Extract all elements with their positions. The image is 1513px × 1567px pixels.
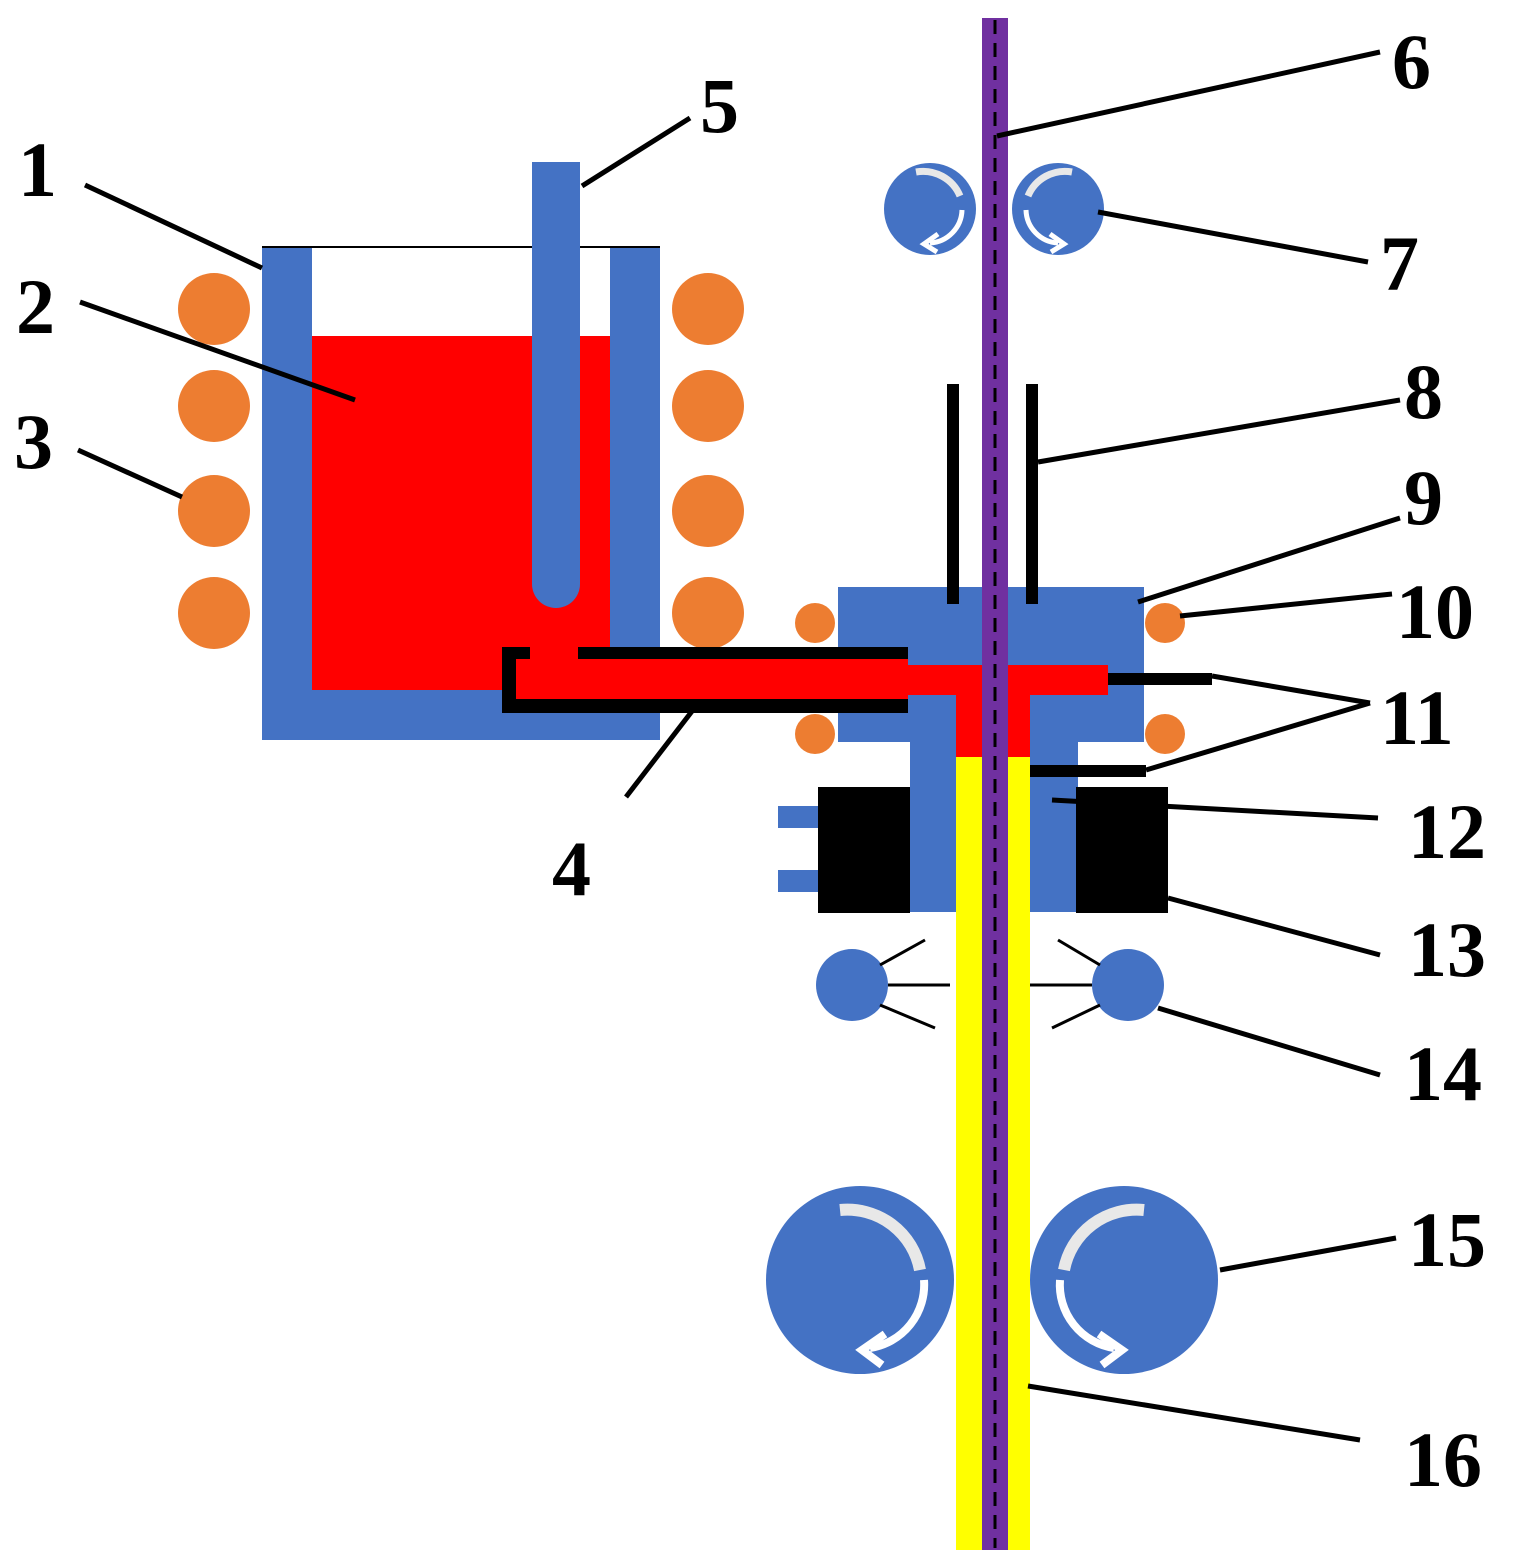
rotation-arrow-head-icon <box>855 1330 888 1369</box>
withdrawal-rolls <box>766 1186 1218 1374</box>
rotation-arrow-icon <box>1023 209 1059 246</box>
label-3: 3 <box>14 398 53 485</box>
rotation-arrow-head-icon <box>919 231 940 255</box>
label-8: 8 <box>1404 348 1443 435</box>
induction-coil-right <box>672 273 744 649</box>
label-6: 6 <box>1392 18 1431 105</box>
leader-line-12 <box>1051 797 1379 821</box>
thermocouple-upper <box>1108 673 1212 685</box>
label-13: 13 <box>1408 906 1486 993</box>
leader-line-6 <box>996 49 1381 139</box>
coil-turn <box>178 577 250 649</box>
thermocouples <box>1030 673 1212 777</box>
coil-turn <box>178 475 250 547</box>
leader-line-4 <box>624 704 698 799</box>
transfer-pipe <box>502 647 1108 757</box>
leader-line-15 <box>1219 1235 1397 1273</box>
label-2: 2 <box>16 263 55 350</box>
label-15: 15 <box>1408 1196 1486 1283</box>
cooling-jacket-left <box>818 787 910 913</box>
spray-nozzle-right <box>1092 949 1164 1021</box>
transfer-pipe-top-wall <box>578 647 908 659</box>
leader-line-8 <box>1037 397 1401 465</box>
rotation-arrow-icon <box>929 209 965 246</box>
label-4: 4 <box>552 825 591 912</box>
spray-nozzle-left <box>816 949 888 1021</box>
rotation-arrow-icon <box>1058 1203 1145 1272</box>
crucible-left-wall <box>262 246 312 740</box>
label-11: 11 <box>1380 674 1454 761</box>
spray-jet <box>1057 938 1101 967</box>
guide-tube <box>947 384 1038 604</box>
heater-turn <box>795 714 835 754</box>
transfer-pipe-melt <box>516 659 908 699</box>
feed-rolls <box>884 163 1104 255</box>
callout-labels: 1 2 3 4 5 6 7 8 9 10 11 12 13 14 15 16 <box>14 18 1486 1503</box>
label-10: 10 <box>1396 568 1474 655</box>
label-5: 5 <box>700 62 739 149</box>
coil-turn <box>178 273 250 345</box>
coolant-port-lower <box>778 870 818 892</box>
leader-line-11b <box>1145 700 1371 773</box>
guide-tube-left-wall <box>947 384 959 604</box>
coil-turn <box>672 577 744 649</box>
label-1: 1 <box>18 126 57 213</box>
distributor-heater <box>795 603 1185 754</box>
leader-line-16 <box>1027 1383 1361 1443</box>
core-wire <box>982 18 1008 1550</box>
label-16: 16 <box>1404 1416 1482 1503</box>
induction-coil-left <box>178 273 250 649</box>
spray-jet <box>879 938 926 967</box>
leader-line-10 <box>1179 591 1393 619</box>
rotation-arrow-icon <box>1055 1279 1115 1352</box>
rotation-arrow-head-icon <box>1096 1330 1129 1369</box>
leader-line-7 <box>1097 209 1369 265</box>
spray-jet <box>1051 1003 1101 1030</box>
guide-tube-right-wall <box>1026 384 1038 604</box>
transfer-pipe-inlet-lip <box>502 647 530 659</box>
rotation-arrow-head-icon <box>1048 231 1069 255</box>
rotation-arrow-icon <box>1024 167 1073 198</box>
leader-line-3 <box>76 447 184 500</box>
leader-line-1 <box>83 182 264 271</box>
leader-line-11a <box>1211 673 1371 706</box>
coil-turn <box>178 370 250 442</box>
spray-jet <box>879 1003 936 1030</box>
coolant-port-upper <box>778 806 818 828</box>
label-9: 9 <box>1404 454 1443 541</box>
rotation-arrow-icon <box>869 1279 929 1352</box>
label-12: 12 <box>1408 788 1486 875</box>
rotation-arrow-icon <box>839 1203 926 1272</box>
crucible <box>262 246 660 740</box>
transfer-pipe-inlet-wall <box>502 647 516 713</box>
thermocouple-lower <box>1030 765 1146 777</box>
heater-turn <box>795 603 835 643</box>
stopper-rod-body <box>532 162 580 608</box>
label-7: 7 <box>1380 220 1419 307</box>
heater-turn <box>1145 714 1185 754</box>
spray-nozzles <box>816 938 1164 1030</box>
coil-turn <box>672 370 744 442</box>
label-14: 14 <box>1404 1030 1482 1117</box>
transfer-pipe-bottom-wall <box>502 699 908 713</box>
leader-line-5 <box>580 115 692 189</box>
leader-line-14 <box>1157 1005 1381 1078</box>
leader-line-2 <box>79 299 356 403</box>
coil-turn <box>672 475 744 547</box>
melt-connector <box>530 659 578 674</box>
stopper-rod <box>532 162 580 608</box>
rotation-arrow-icon <box>915 167 964 198</box>
leader-lines <box>76 49 1401 1443</box>
leader-line-9 <box>1137 515 1401 605</box>
leader-line-13 <box>1167 895 1381 958</box>
coil-turn <box>672 273 744 345</box>
heater-turn <box>1145 603 1185 643</box>
